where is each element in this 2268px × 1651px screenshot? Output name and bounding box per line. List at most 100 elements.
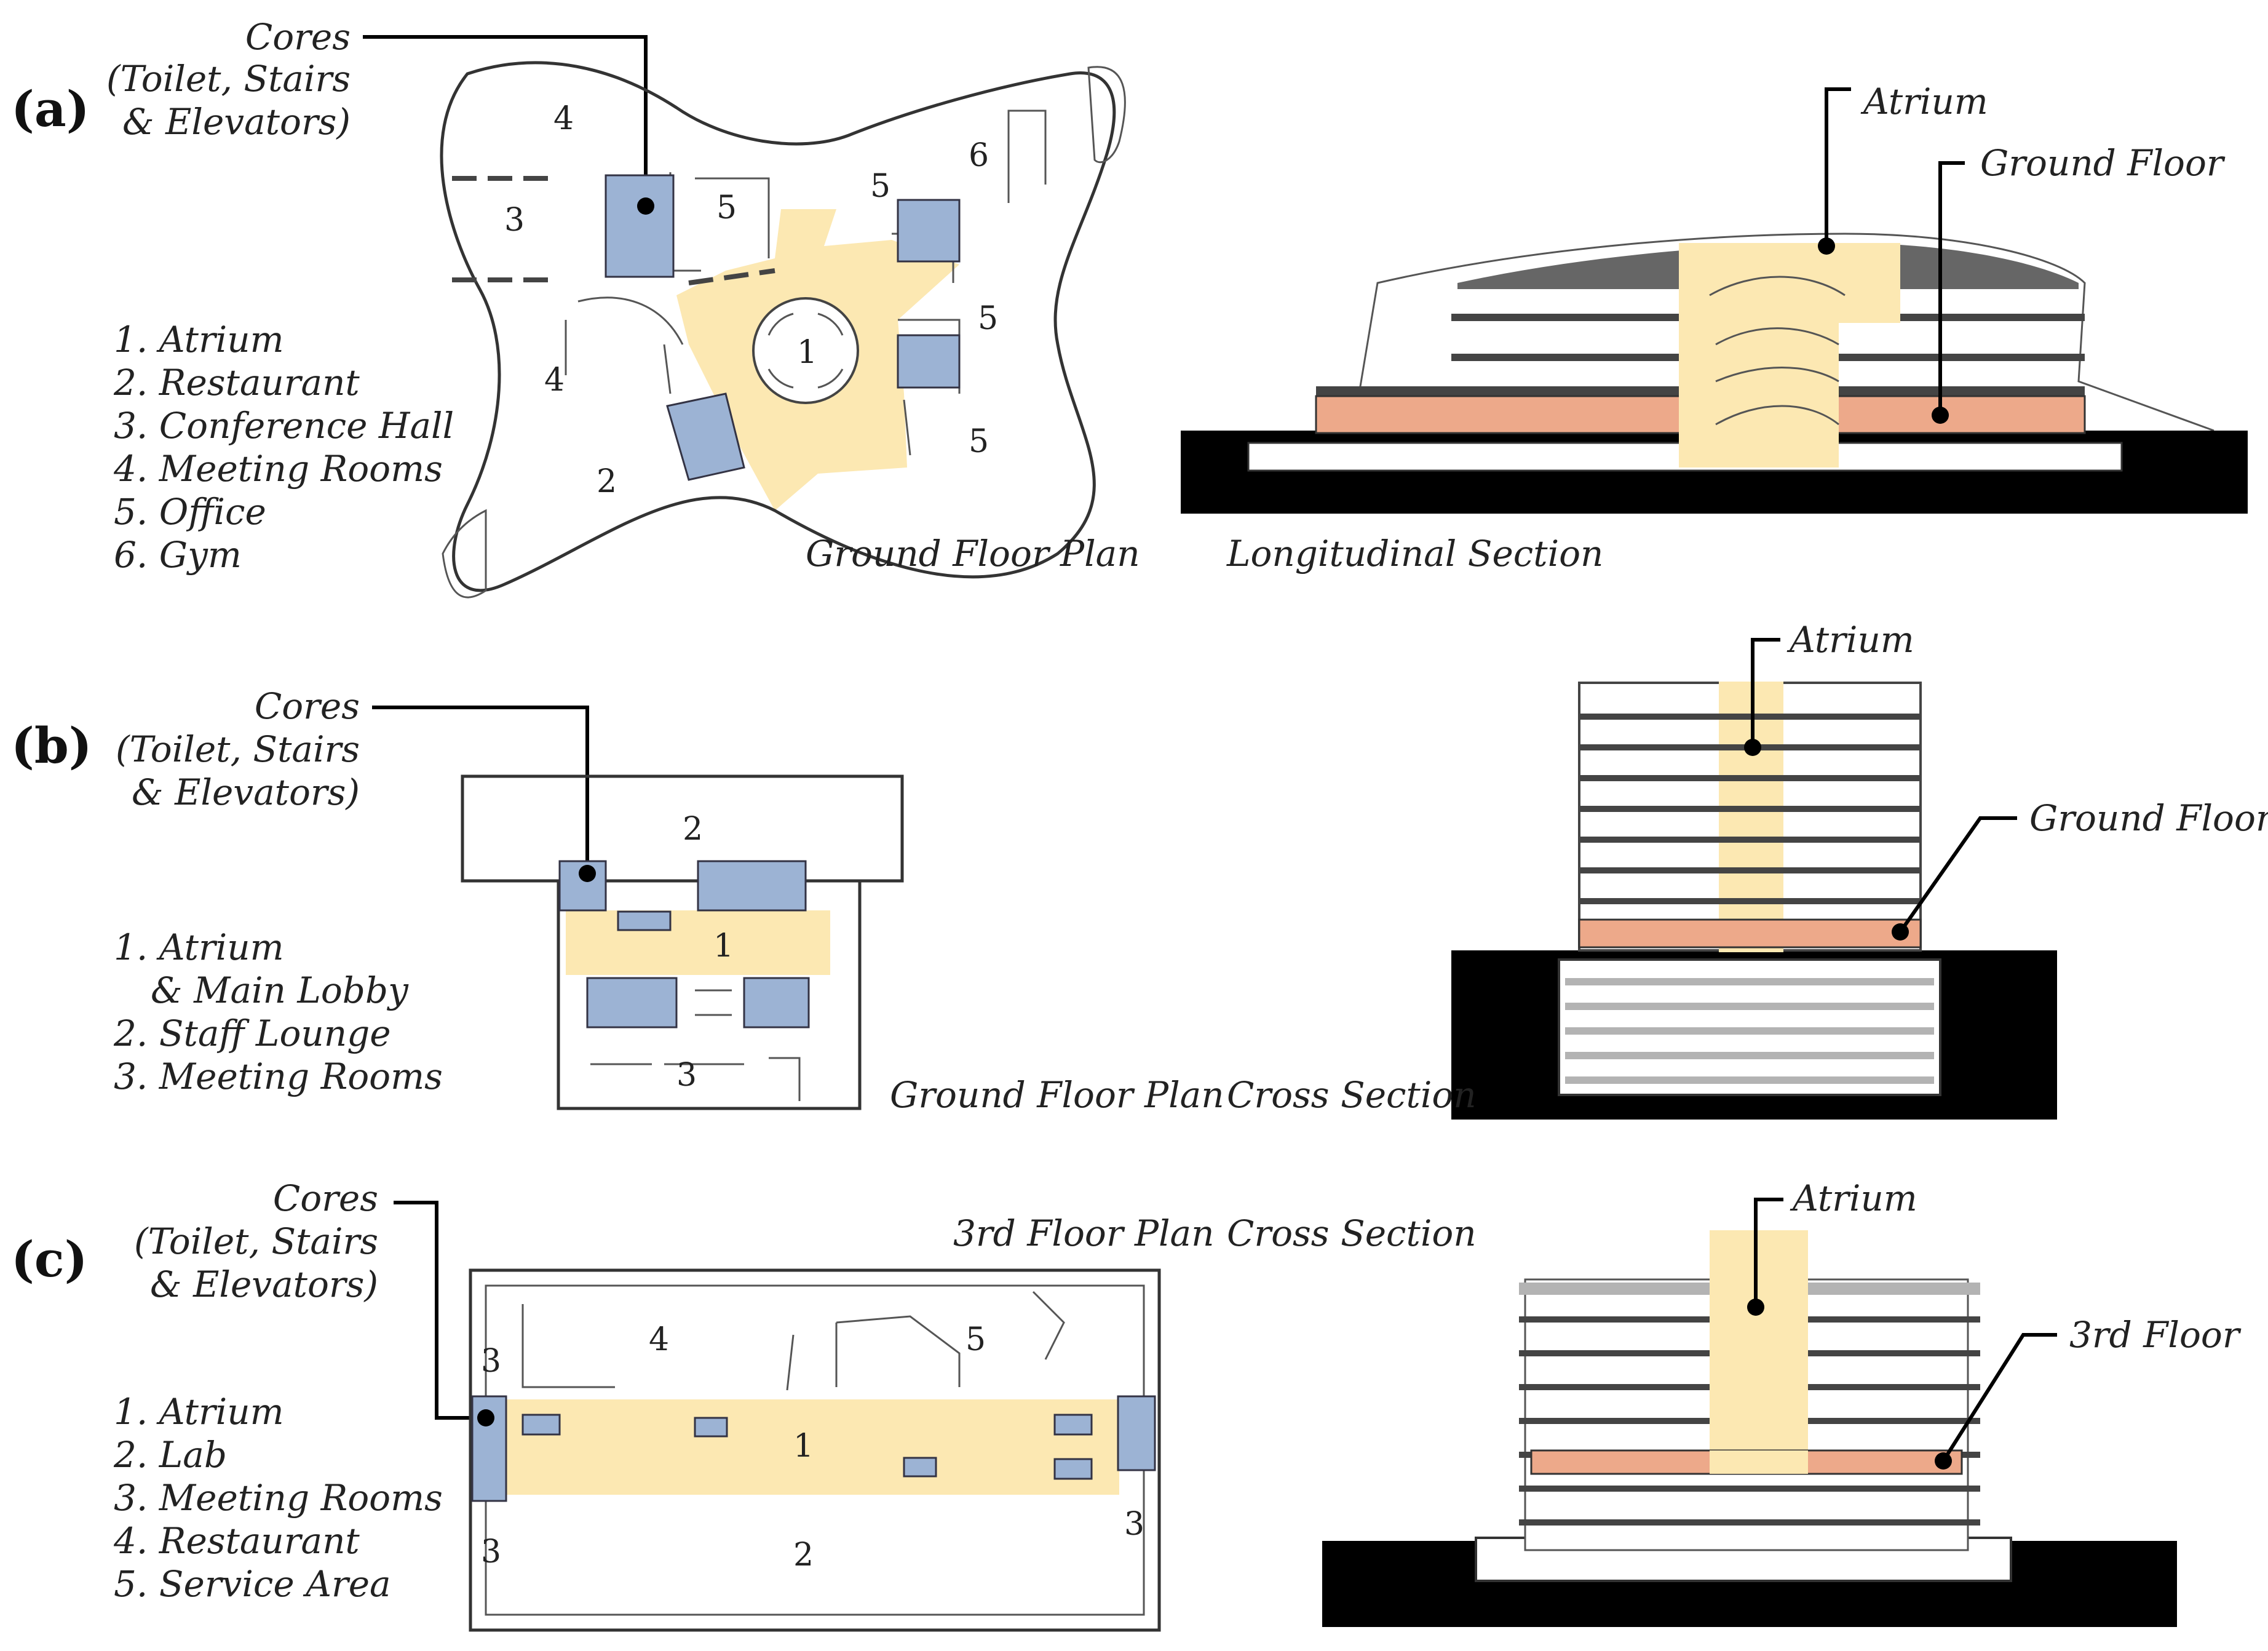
cores-leader-dot [579, 865, 596, 882]
panel-c-plan-title: 3rd Floor Plan [953, 1212, 1215, 1254]
legend-item: 1. Atrium [114, 1391, 284, 1433]
core-block [521, 1414, 561, 1436]
panel-b-floor-plan: 2 1 3 [461, 774, 904, 1110]
room-number: 4 [649, 1321, 669, 1358]
panel-c-floor-plan: 4 5 3 1 2 3 3 [469, 1268, 1161, 1632]
core-block [897, 199, 961, 263]
panel-a-section-title: Longitudinal Section [1226, 533, 1603, 575]
third-floor-leader [1941, 1333, 2057, 1462]
section-label-ground-floor: Ground Floor [2029, 797, 2268, 839]
panel-c-cores-leader [394, 1201, 486, 1420]
basement-slab [1565, 1027, 1934, 1035]
panel-c-cores-title: Cores [273, 1177, 378, 1219]
cores-leader-dot [637, 197, 654, 215]
legend-item: 3. Meeting Rooms [114, 1477, 443, 1519]
legend-item: 2. Staff Lounge [113, 1012, 391, 1054]
building-outline [469, 1268, 1161, 1632]
basement-slab [1565, 1076, 1934, 1084]
room-number: 5 [716, 189, 737, 226]
atrium-at-floor [1710, 1450, 1808, 1474]
room-number: 2 [683, 811, 703, 848]
ground-floor-leader [1938, 161, 1965, 415]
atrium-lower [1679, 320, 1839, 467]
room-number: 3 [676, 1057, 697, 1094]
panel-b-cores-title: Cores [255, 685, 360, 727]
legend-item: 3. Meeting Rooms [114, 1056, 443, 1097]
section-label-atrium: Atrium [1860, 81, 1988, 122]
legend-item: 5. Service Area [114, 1563, 391, 1605]
panel-a: (a) Cores (Toilet, Stairs & Elevators) 1… [11, 16, 2248, 599]
room-number: 2 [597, 463, 617, 500]
core-block [617, 910, 672, 931]
panel-b: (b) Cores (Toilet, Stairs & Elevators) 1… [11, 619, 2268, 1120]
atrium-leader [1825, 87, 1851, 246]
room-number: 3 [504, 202, 525, 239]
panel-b-cores-line2: (Toilet, Stairs [116, 728, 360, 770]
core-block [903, 1457, 937, 1478]
atrium-stair [767, 312, 844, 389]
atrium-lobby [566, 910, 830, 975]
ground-floor-leader-dot [1932, 407, 1949, 424]
panel-a-legend: 1. Atrium 2. Restaurant 3. Conference Ha… [113, 319, 454, 576]
section-label-atrium: Atrium [1790, 1177, 1917, 1219]
panel-a-cores-leader [363, 35, 648, 206]
legend-item: & Main Lobby [151, 969, 409, 1011]
canopy-right [1087, 66, 1126, 164]
room-number: 5 [969, 423, 989, 460]
panel-a-cores-title: Cores [245, 16, 351, 58]
panel-c-section: Atrium 3rd Floor [1322, 1177, 2242, 1627]
interior-walls [521, 1291, 1065, 1391]
atrium-stairs [1709, 276, 1846, 426]
room-number: 4 [544, 362, 565, 399]
panel-c-label: (c) [11, 1230, 87, 1288]
legend-item: 5. Office [114, 491, 266, 533]
panel-b-cores-leader [372, 706, 589, 873]
panel-a-cores-line3: & Elevators) [122, 101, 351, 143]
section-label-atrium: Atrium [1786, 619, 1914, 661]
roof-canopy-outline [1352, 233, 2214, 432]
panel-c-legend: 1. Atrium 2. Lab 3. Meeting Rooms 4. Res… [113, 1391, 443, 1605]
core-block [1053, 1414, 1093, 1436]
room-number: 3 [481, 1343, 501, 1380]
room-number: 5 [965, 1321, 986, 1358]
atrium-upper [1679, 243, 1900, 323]
panel-b-section-title: Cross Section [1227, 1074, 1477, 1116]
panel-b-section: Atrium Ground Floor [1451, 619, 2268, 1120]
panel-c-cores-line2: (Toilet, Stairs [134, 1220, 378, 1262]
panel-b-legend: 1. Atrium & Main Lobby 2. Staff Lounge 3… [113, 926, 443, 1097]
panel-c-cores-line3: & Elevators) [150, 1263, 378, 1305]
room-number: 3 [1124, 1506, 1144, 1543]
core-block [743, 977, 810, 1028]
legend-item: 4. Restaurant [113, 1520, 360, 1562]
atrium-leader-dot [1747, 1299, 1764, 1316]
atrium-leader-dot [1818, 237, 1835, 255]
atrium-leader [1751, 638, 1780, 747]
dashed-partitions [452, 176, 775, 285]
room-number: 5 [978, 300, 998, 337]
panel-b-cores-line3: & Elevators) [132, 771, 360, 813]
panel-a-label: (a) [11, 80, 90, 138]
panel-a-floor-plan: 4 3 5 5 6 5 1 4 5 2 [440, 61, 1126, 599]
room-number: 1 [713, 928, 734, 965]
core-block [697, 860, 807, 912]
core-block [897, 334, 961, 389]
core-block [1117, 1395, 1156, 1471]
canopy-left [442, 509, 487, 599]
basement-slab [1565, 1052, 1934, 1059]
room-number: 6 [969, 137, 989, 174]
room-number: 3 [481, 1534, 501, 1570]
atrium-void [752, 297, 859, 404]
legend-item: 2. Restaurant [113, 362, 360, 404]
section-label-third-floor: 3rd Floor [2069, 1314, 2242, 1356]
core-block [694, 1417, 728, 1438]
basement-slab [1565, 1003, 1934, 1010]
panel-c: (c) Cores (Toilet, Stairs & Elevators) 1… [11, 1177, 2242, 1632]
core-block [605, 174, 675, 278]
atrium-column [1710, 1230, 1808, 1470]
room-number: 1 [797, 334, 817, 371]
legend-item: 1. Atrium [114, 319, 284, 360]
room-number: 5 [870, 168, 890, 205]
room-number: 1 [793, 1428, 814, 1465]
section-label-ground-floor: Ground Floor [1980, 142, 2226, 184]
interior-walls [590, 989, 801, 1101]
